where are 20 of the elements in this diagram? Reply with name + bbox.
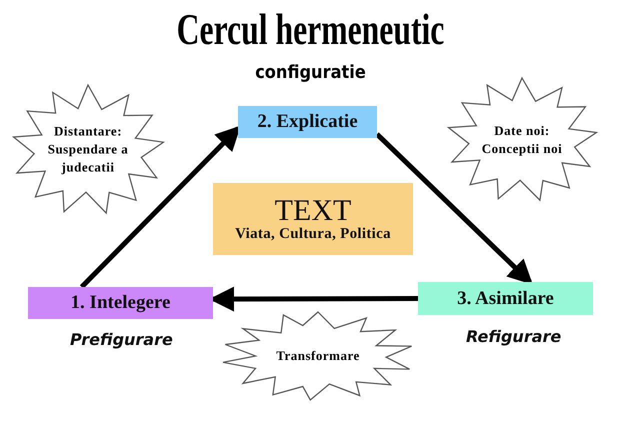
central-box [213, 183, 413, 255]
callout-text: Distantare: Suspendare a judecatii [46, 122, 130, 178]
box-text: 3. Asimilare [457, 288, 554, 310]
subtitle: configuratie [254, 62, 367, 83]
starburst-callout [12, 84, 165, 214]
node-label: Prefigurare [70, 330, 173, 349]
title: Cercul hermeneutic [176, 6, 446, 54]
process-box [238, 106, 377, 138]
starburst-callout [446, 76, 598, 202]
arrow [375, 132, 533, 285]
starburst-callout [222, 311, 412, 401]
callout-text: Date noi: Conceptii noi [480, 122, 564, 158]
process-box [28, 287, 213, 319]
node-label: Refigurare [466, 327, 562, 346]
box-text: 2. Explicatie [257, 111, 358, 133]
box-text: 1. Intelegere [70, 292, 170, 314]
process-box [418, 282, 593, 315]
box-text: Viata, Cultura, Politica [235, 226, 391, 244]
box-heading: TEXT [274, 194, 352, 226]
callout-text: Transformare [275, 346, 361, 365]
